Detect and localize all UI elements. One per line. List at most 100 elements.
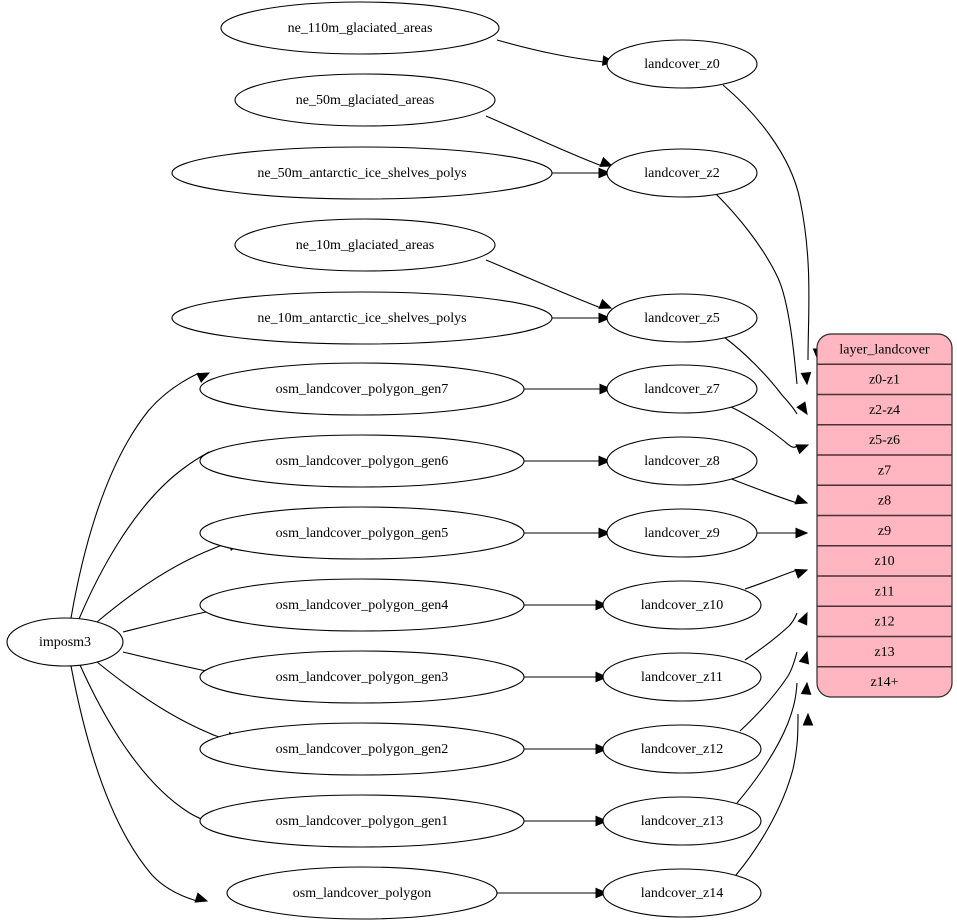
node-shape-ellipse[interactable] — [171, 146, 553, 200]
node-label: landcover_z10 — [641, 598, 723, 613]
edge-osm_landcover_polygon_gen2-to-landcover_z12 — [524, 743, 609, 755]
node-label: osm_landcover_polygon_gen2 — [276, 742, 449, 757]
record-row-label-z0-z1: z0-z1 — [869, 373, 900, 388]
record-row-label-z14+: z14+ — [870, 675, 898, 690]
node-landcover_z7[interactable]: landcover_z7 — [606, 364, 758, 414]
node-shape-ellipse[interactable] — [602, 868, 762, 918]
node-landcover_z9[interactable]: landcover_z9 — [606, 508, 758, 558]
edge-arrowhead — [800, 681, 812, 695]
edge-path — [715, 193, 798, 385]
edge-path — [735, 713, 799, 876]
node-ne_10m_glaciated_areas[interactable]: ne_10m_glaciated_areas — [234, 218, 496, 272]
node-shape-ellipse[interactable] — [226, 866, 498, 920]
node-label: landcover_z13 — [641, 814, 723, 829]
record-row-label-z8: z8 — [878, 494, 891, 509]
node-ne_50m_antarctic_ice_shelves_polys[interactable]: ne_50m_antarctic_ice_shelves_polys — [171, 146, 553, 200]
node-label: osm_landcover_polygon_gen7 — [276, 382, 449, 397]
node-label: ne_110m_glaciated_areas — [288, 21, 433, 36]
node-osm_landcover_polygon_gen4[interactable]: osm_landcover_polygon_gen4 — [199, 578, 525, 632]
record-row-label-z11: z11 — [875, 584, 895, 599]
node-shape-ellipse[interactable] — [199, 578, 525, 632]
node-ne_10m_antarctic_ice_shelves_polys[interactable]: ne_10m_antarctic_ice_shelves_polys — [171, 291, 553, 345]
record-node-layer_landcover[interactable]: layer_landcoverz0-z1z2-z4z5-z6z7z8z9z10z… — [816, 333, 953, 698]
edge-arrowhead — [598, 312, 612, 324]
node-shape-ellipse[interactable] — [199, 506, 525, 560]
edge-imposm3-to-osm_landcover_polygon — [70, 665, 209, 903]
node-shape-ellipse[interactable] — [606, 39, 758, 89]
node-shape-ellipse[interactable] — [199, 434, 525, 488]
node-shape-ellipse[interactable] — [606, 508, 758, 558]
node-shape-ellipse[interactable] — [606, 436, 758, 486]
node-landcover_z14[interactable]: landcover_z14 — [602, 868, 762, 918]
record-row-label-z13: z13 — [874, 645, 894, 660]
edge-path — [496, 39, 605, 63]
edge-arrowhead — [795, 444, 810, 455]
node-shape-ellipse[interactable] — [6, 617, 124, 667]
node-label: osm_landcover_polygon_gen5 — [276, 526, 449, 541]
node-landcover_z0[interactable]: landcover_z0 — [606, 39, 758, 89]
edge-path — [744, 612, 798, 661]
node-landcover_z5[interactable]: landcover_z5 — [606, 293, 758, 343]
node-label: osm_landcover_polygon_gen6 — [276, 454, 449, 469]
record-row-label-z7: z7 — [878, 463, 891, 478]
node-landcover_z13[interactable]: landcover_z13 — [602, 796, 762, 846]
node-osm_landcover_polygon_gen1[interactable]: osm_landcover_polygon_gen1 — [199, 794, 525, 848]
edge-landcover_z14-to-layer_landcover_row_10 — [735, 712, 814, 876]
node-landcover_z10[interactable]: landcover_z10 — [602, 580, 762, 630]
node-shape-ellipse[interactable] — [199, 722, 525, 776]
node-label: landcover_z0 — [644, 57, 719, 72]
node-osm_landcover_polygon_gen6[interactable]: osm_landcover_polygon_gen6 — [199, 434, 525, 488]
node-shape-ellipse[interactable] — [199, 362, 525, 416]
node-label: osm_landcover_polygon_gen1 — [276, 814, 449, 829]
node-ne_110m_glaciated_areas[interactable]: ne_110m_glaciated_areas — [220, 1, 500, 55]
node-label: ne_10m_antarctic_ice_shelves_polys — [257, 311, 466, 326]
node-shape-ellipse[interactable] — [220, 1, 500, 55]
edge-arrowhead — [599, 156, 614, 167]
edge-ne_110m_glaciated_areas-to-landcover_z0 — [496, 39, 616, 66]
edge-arrowhead — [598, 527, 612, 539]
edge-landcover_z11-to-layer_landcover_row_7 — [744, 611, 808, 661]
node-shape-ellipse[interactable] — [606, 364, 758, 414]
edge-ne_10m_glaciated_areas-to-landcover_z5 — [485, 259, 613, 309]
record-row-label-z12: z12 — [874, 615, 894, 630]
edge-path — [78, 451, 210, 620]
node-osm_landcover_polygon_gen3[interactable]: osm_landcover_polygon_gen3 — [199, 650, 525, 704]
node-shape-ellipse[interactable] — [171, 291, 553, 345]
edge-path — [739, 651, 798, 732]
edge-ne_50m_antarctic_ice_shelves_polys-to-landcover_z2 — [552, 167, 612, 179]
node-shape-ellipse[interactable] — [606, 148, 758, 198]
edge-arrowhead — [595, 599, 609, 611]
node-osm_landcover_polygon[interactable]: osm_landcover_polygon — [226, 866, 498, 920]
edge-arrowhead — [595, 815, 609, 827]
node-shape-ellipse[interactable] — [234, 218, 496, 272]
edge-landcover_z5-to-layer_landcover_row_2 — [723, 336, 808, 416]
edge-osm_landcover_polygon_gen3-to-landcover_z11 — [524, 671, 609, 683]
node-label: osm_landcover_polygon_gen4 — [276, 598, 449, 613]
node-shape-ellipse[interactable] — [199, 650, 525, 704]
node-ne_50m_glaciated_areas[interactable]: ne_50m_glaciated_areas — [234, 73, 496, 127]
edge-landcover_z2-to-layer_landcover_row_1 — [715, 193, 812, 386]
record-header-label: layer_landcover — [839, 342, 930, 357]
node-osm_landcover_polygon_gen5[interactable]: osm_landcover_polygon_gen5 — [199, 506, 525, 560]
node-landcover_z2[interactable]: landcover_z2 — [606, 148, 758, 198]
node-shape-ellipse[interactable] — [602, 796, 762, 846]
node-landcover_z8[interactable]: landcover_z8 — [606, 436, 758, 486]
node-shape-ellipse[interactable] — [602, 724, 762, 774]
node-label: ne_50m_glaciated_areas — [296, 93, 434, 108]
node-osm_landcover_polygon_gen7[interactable]: osm_landcover_polygon_gen7 — [199, 362, 525, 416]
node-shape-ellipse[interactable] — [606, 293, 758, 343]
node-shape-ellipse[interactable] — [234, 73, 496, 127]
node-shape-ellipse[interactable] — [602, 580, 762, 630]
node-shape-ellipse[interactable] — [602, 652, 762, 702]
node-shape-ellipse[interactable] — [199, 794, 525, 848]
node-landcover_z11[interactable]: landcover_z11 — [602, 652, 762, 702]
node-landcover_z12[interactable]: landcover_z12 — [602, 724, 762, 774]
node-label: landcover_z9 — [644, 526, 719, 541]
edge-arrowhead — [800, 372, 812, 386]
edge-arrowhead — [797, 611, 808, 626]
node-osm_landcover_polygon_gen2[interactable]: osm_landcover_polygon_gen2 — [199, 722, 525, 776]
node-label: landcover_z7 — [644, 382, 719, 397]
node-imposm3[interactable]: imposm3 — [6, 617, 124, 667]
edge-path — [736, 682, 798, 804]
